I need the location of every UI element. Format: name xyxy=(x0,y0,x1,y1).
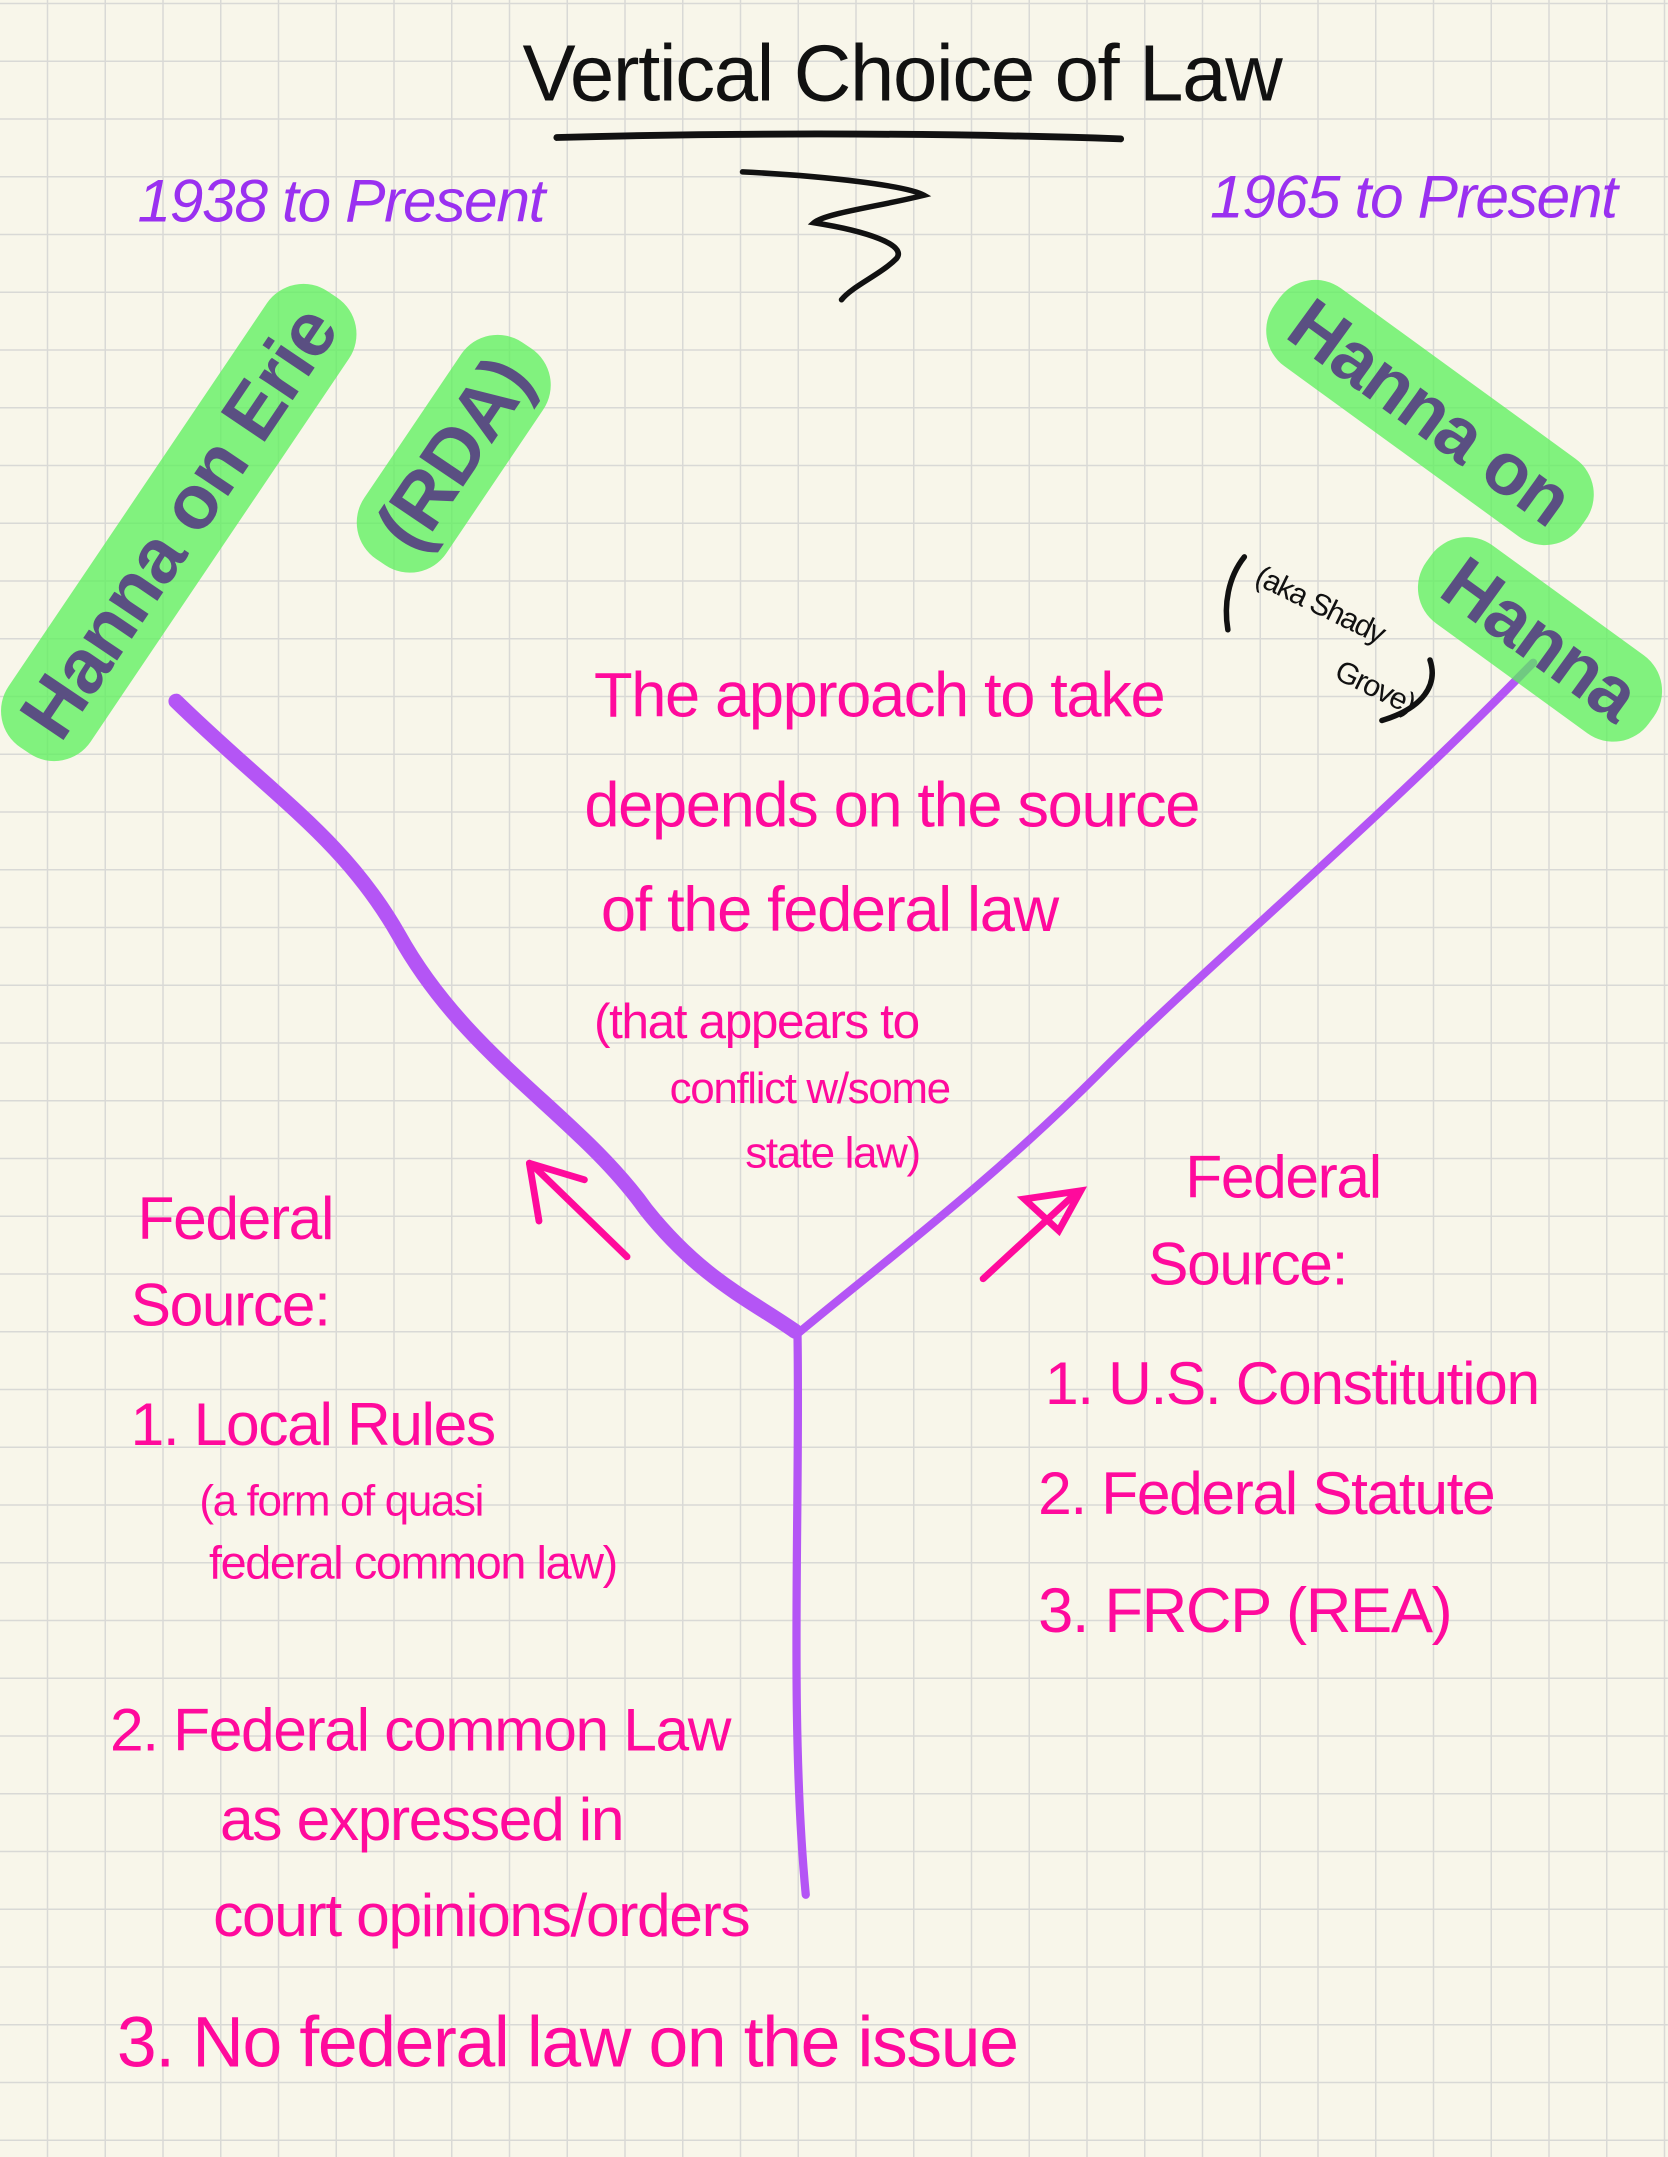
center-note-line: The approach to take xyxy=(594,658,1166,731)
right-branch-line xyxy=(793,658,1538,1338)
title-underline xyxy=(553,130,1125,143)
center-note-line: of the federal law xyxy=(600,873,1059,945)
left-source-item-note: federal common law) xyxy=(209,1537,618,1590)
right-heading: Source: xyxy=(1148,1230,1348,1298)
left-source-item: 1. Local Rules xyxy=(130,1391,497,1459)
right-heading: Federal xyxy=(1185,1144,1382,1212)
center-note-line: (that appears to xyxy=(594,992,920,1050)
center-note-line: depends on the source xyxy=(584,768,1200,841)
aka-close-paren xyxy=(1379,657,1435,724)
left-heading: Source: xyxy=(130,1271,331,1340)
left-arrow-icon xyxy=(525,1159,631,1261)
left-heading: Federal xyxy=(137,1185,335,1253)
center-note-line: state law) xyxy=(745,1127,921,1177)
left-source-item: 3. No federal law on the issue xyxy=(116,2003,1019,2084)
right-arrow-icon xyxy=(979,1186,1088,1283)
right-period: 1965 to Present xyxy=(1210,163,1618,231)
center-note-line: conflict w/some xyxy=(669,1062,952,1113)
right-source-item: 1. U.S. Constitution xyxy=(1045,1350,1540,1418)
aka-open-paren xyxy=(1223,554,1248,633)
left-source-item-note: as expressed in xyxy=(220,1786,624,1854)
left-branch-line xyxy=(168,693,803,1339)
left-source-item-note: (a form of quasi xyxy=(199,1475,484,1525)
page-title: Vertical Choice of Law xyxy=(522,28,1283,119)
right-source-item: 2. Federal Statute xyxy=(1038,1460,1496,1528)
left-source-item: 2. Federal common Law xyxy=(110,1696,732,1765)
left-source-item-note: court opinions/orders xyxy=(213,1882,750,1950)
right-source-item: 3. FRCP (REA) xyxy=(1038,1574,1453,1646)
left-period: 1938 to Present xyxy=(137,167,546,236)
squiggle-divider xyxy=(739,169,932,303)
stem-line xyxy=(792,1329,810,1899)
